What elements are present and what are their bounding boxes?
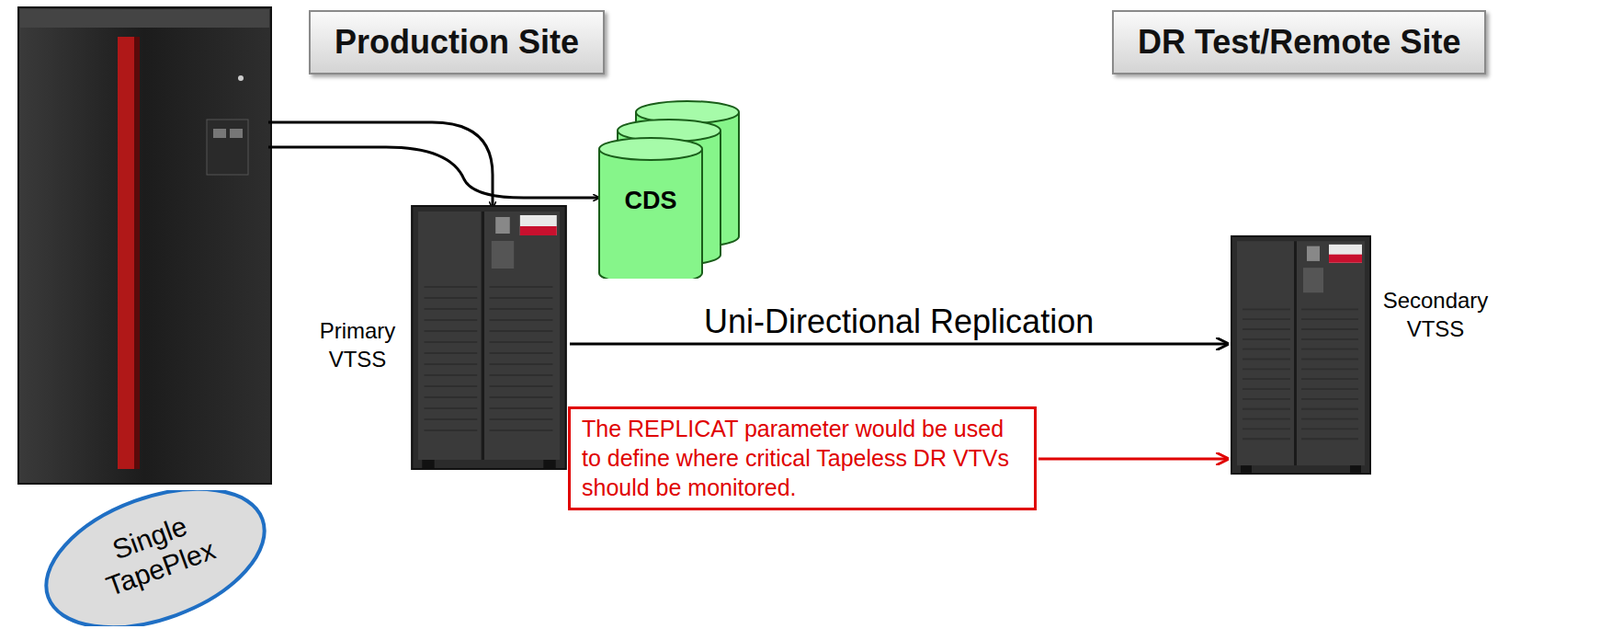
edge-label: Uni-Directional Replication [700,302,1098,341]
callout-box: The REPLICAT parameter would be used to … [567,406,1037,511]
logo-plate [520,215,557,236]
caster [1350,465,1362,474]
vent-line [1242,307,1291,310]
logo-plate [1328,244,1362,263]
vent-line [1301,428,1359,431]
vent-line [1242,317,1291,320]
site-title: DR Test/Remote Site [1137,22,1461,62]
vent-line [424,407,478,409]
vtss-cabinet [1229,234,1373,476]
vent-line [1301,367,1359,370]
logo-band [520,226,557,236]
vent-line [1301,377,1359,380]
vent-line [1301,408,1359,410]
callout-text: The REPLICAT parameter would be used to … [581,414,1023,502]
vent-line [424,351,478,354]
cylinder-label: CDS [599,186,703,216]
caster [543,459,556,469]
vtss-label-wrap: Primary VTSS [308,316,407,374]
control-panel [1303,267,1324,293]
vent-line [489,340,554,343]
vent-line [1301,387,1359,390]
cabinet-body [411,205,567,469]
connector [569,342,1228,346]
vent-line [424,296,478,299]
vent-line [1301,437,1359,440]
vent-line [1242,348,1291,351]
vent-line [489,385,554,387]
caster [1240,465,1252,474]
control-panel [491,240,514,269]
cabinet-door [1236,240,1365,466]
status-panel [495,216,511,234]
status-panel [1306,246,1320,261]
vent-line [1242,367,1291,370]
vent-line [1242,377,1291,380]
vent-line [1242,418,1291,420]
cylinder-body [599,148,703,279]
vent-line [1242,387,1291,390]
vent-line [1242,397,1291,400]
vent-line [489,307,554,310]
vtss-label-wrap: Secondary VTSS [1375,285,1496,343]
vent-line [424,285,478,288]
vtss-cabinet [409,204,568,471]
vent-line [1242,428,1291,431]
vent-line [1301,338,1359,341]
connector [1038,457,1228,461]
vent-line [489,374,554,376]
door-seam [481,211,485,460]
vent-line [424,329,478,332]
vtss-label: Secondary VTSS [1375,285,1496,343]
cabinet-door [418,211,560,460]
caster [421,459,434,469]
vent-line [424,340,478,343]
tapeplex-ellipse: Single TapePlex [34,489,276,626]
vent-line [424,429,478,432]
site-header-box: Production Site [308,10,605,75]
door-seam [1293,240,1297,466]
vent-line [489,418,554,420]
vtss-unit: Primary VTSS [308,204,568,471]
vent-line [1301,317,1359,320]
vent-line [424,363,478,365]
vtss-label: Primary VTSS [308,316,407,374]
vent-line [424,418,478,420]
vent-line [1301,418,1359,420]
vent-line [489,363,554,365]
vent-line [1242,358,1291,361]
vent-line [489,351,554,354]
vent-line [1301,328,1359,330]
vent-line [1242,338,1291,341]
vent-line [1301,307,1359,310]
vent-line [424,307,478,310]
cds-cylinder-stack: CDS [597,99,745,279]
vent-line [489,318,554,321]
vent-line [1301,397,1359,400]
cylinder-top [599,137,703,160]
vent-line [489,296,554,299]
vent-line [424,385,478,387]
site-header-box: DR Test/Remote Site [1112,10,1487,75]
logo-band [1328,254,1362,263]
cabinet-body [1231,236,1371,474]
ellipse-shape [34,489,276,626]
vent-line [489,407,554,409]
vent-line [424,396,478,398]
vent-line [424,374,478,376]
vent-line [1242,437,1291,440]
vtss-unit: Secondary VTSS [1229,234,1496,476]
vent-line [424,318,478,321]
vent-line [1242,408,1291,410]
vent-line [489,429,554,432]
site-title: Production Site [334,22,579,62]
vent-line [489,396,554,398]
vent-line [1242,328,1291,330]
vent-line [489,329,554,332]
vent-line [1301,358,1359,361]
cds-text-wrap: CDS [599,186,703,216]
vent-line [1301,348,1359,351]
vent-line [489,285,554,288]
